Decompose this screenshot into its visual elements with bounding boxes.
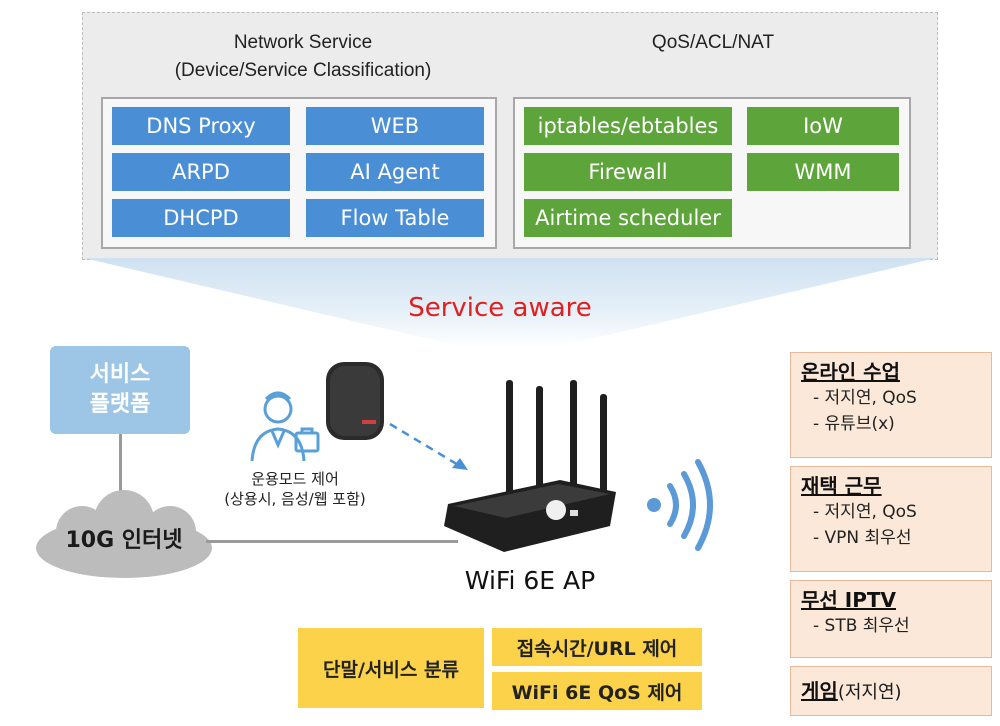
use-case-wireless-iptv: 무선 IPTV - STB 최우선 bbox=[790, 580, 992, 658]
service-aware-label: Service aware bbox=[408, 293, 592, 323]
use-case-game: 게임 (저지연) bbox=[790, 666, 992, 716]
internet-ap-connector bbox=[206, 540, 458, 543]
cloud-icon bbox=[36, 490, 212, 578]
wifi-qos-control-box: WiFi 6E QoS 제어 bbox=[492, 672, 702, 710]
smart-speaker-icon bbox=[326, 362, 384, 440]
use-case-detail: (저지연) bbox=[837, 682, 902, 703]
use-case-remote-work: 재택 근무 - 저지연, QoS - VPN 최우선 bbox=[790, 466, 992, 572]
dhcpd-chip: DHCPD bbox=[112, 199, 290, 237]
use-case-title: 무선 IPTV bbox=[801, 588, 896, 612]
arpd-chip: ARPD bbox=[112, 153, 290, 191]
use-case-detail: - STB 최우선 bbox=[813, 616, 910, 636]
wifi-ap-label: WiFi 6E AP bbox=[464, 566, 596, 595]
ops-mode-line1: 운용모드 제어 bbox=[251, 470, 339, 488]
wmm-chip: WMM bbox=[747, 153, 899, 191]
platform-line1: 서비스 bbox=[89, 362, 151, 387]
platform-connector bbox=[119, 434, 122, 500]
flow-table-chip: Flow Table bbox=[306, 199, 484, 237]
use-case-online-class: 온라인 수업 - 저지연, QoS - 유튜브(x) bbox=[790, 352, 992, 458]
use-case-title: 재택 근무 bbox=[801, 474, 882, 498]
network-service-title-line2: (Device/Service Classification) bbox=[174, 60, 432, 81]
service-platform-box: 서비스 플랫폼 bbox=[50, 346, 190, 434]
iow-chip: IoW bbox=[747, 107, 899, 145]
iptables-chip: iptables/ebtables bbox=[524, 107, 732, 145]
use-case-detail: - 유튜브(x) bbox=[813, 414, 895, 434]
router-icon bbox=[444, 380, 616, 552]
use-case-detail: - VPN 최우선 bbox=[813, 528, 912, 548]
network-service-group: DNS Proxy WEB ARPD AI Agent DHCPD Flow T… bbox=[101, 97, 497, 249]
wifi-waves-icon bbox=[647, 459, 713, 551]
use-case-title: 온라인 수업 bbox=[801, 360, 900, 384]
airtime-scheduler-chip: Airtime scheduler bbox=[524, 199, 732, 237]
internet-label: 10G 인터넷 bbox=[65, 528, 183, 553]
platform-line2: 플랫폼 bbox=[89, 392, 151, 417]
use-case-detail: - 저지연, QoS bbox=[813, 388, 917, 408]
service-architecture-panel: Network Service (Device/Service Classifi… bbox=[82, 12, 938, 260]
voice-arrow-icon bbox=[389, 422, 468, 470]
use-case-title: 게임 bbox=[801, 679, 838, 703]
access-time-url-control-box: 접속시간/URL 제어 bbox=[492, 628, 702, 666]
use-case-detail: - 저지연, QoS bbox=[813, 502, 917, 522]
qos-title: QoS/ACL/NAT bbox=[651, 32, 775, 53]
dns-proxy-chip: DNS Proxy bbox=[112, 107, 290, 145]
device-service-classify-box: 단말/서비스 분류 bbox=[298, 628, 484, 708]
network-service-title: Network Service (Device/Service Classifi… bbox=[123, 29, 483, 85]
qos-group: iptables/ebtables IoW Firewall WMM Airti… bbox=[513, 97, 911, 249]
ops-mode-line2: (상용시, 음성/웹 포함) bbox=[224, 490, 366, 508]
operator-icon bbox=[250, 391, 320, 462]
web-chip: WEB bbox=[306, 107, 484, 145]
ai-agent-chip: AI Agent bbox=[306, 153, 484, 191]
firewall-chip: Firewall bbox=[524, 153, 732, 191]
network-service-title-line1: Network Service bbox=[233, 32, 373, 53]
